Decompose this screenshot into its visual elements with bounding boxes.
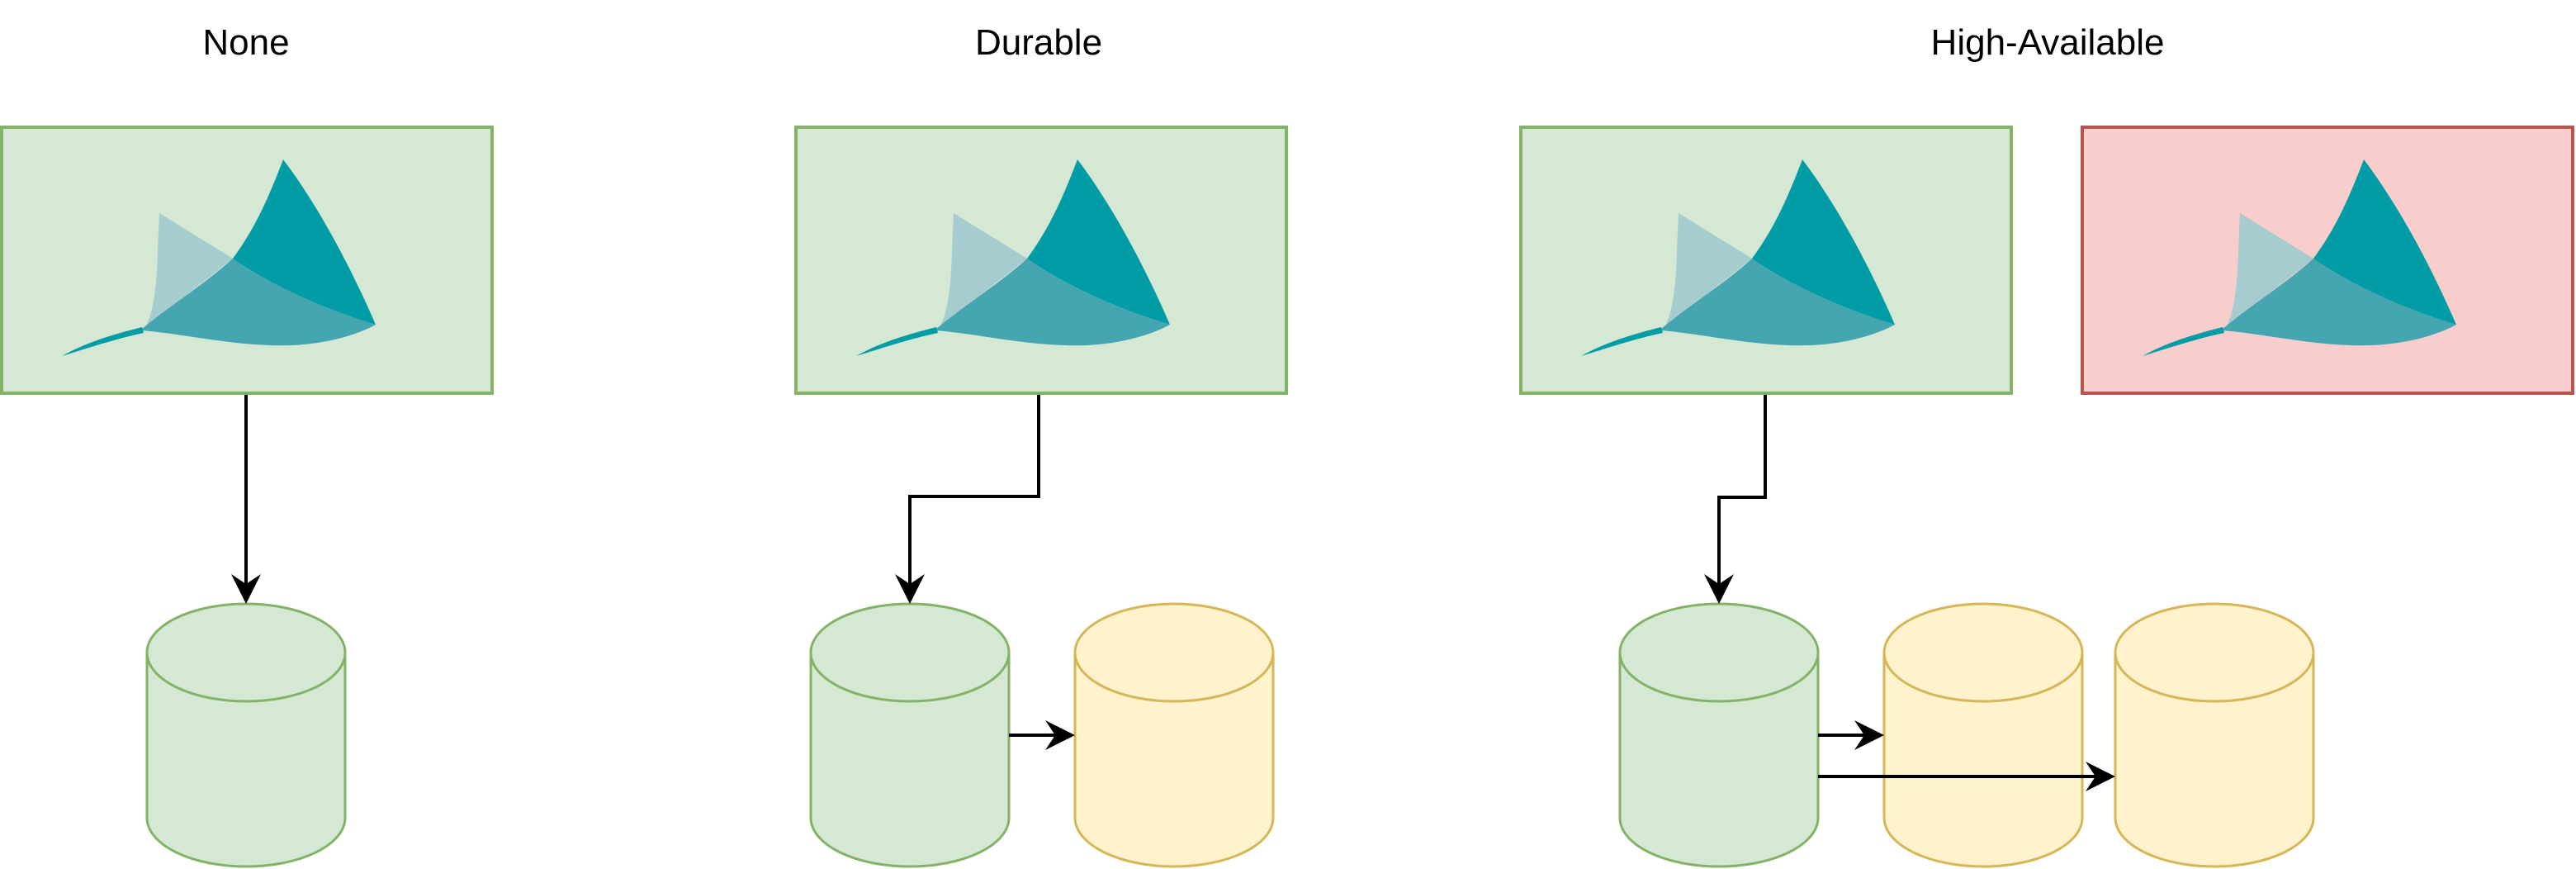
connector-arrow[interactable] — [895, 395, 1040, 604]
arrowhead-icon — [1704, 574, 1734, 604]
database-primary[interactable] — [145, 602, 347, 868]
arrowhead-icon — [895, 574, 925, 604]
database-cylinder-body — [809, 602, 1011, 868]
database-cylinder-body — [145, 602, 347, 868]
database-cylinder-rim — [1618, 652, 1820, 703]
database-primary[interactable] — [809, 602, 1011, 868]
database-cylinder-rim — [1073, 652, 1275, 703]
database-replica[interactable] — [2114, 602, 2315, 868]
column-title-none: None — [202, 22, 290, 63]
database-primary[interactable] — [1618, 602, 1820, 868]
connector-arrow[interactable] — [1818, 720, 1884, 750]
connector-line — [908, 395, 1040, 584]
database-cylinder-rim — [145, 652, 347, 703]
arrowhead-icon — [1854, 720, 1884, 750]
database-replica[interactable] — [1882, 602, 2084, 868]
column-title-high-available: High-Available — [1930, 22, 2165, 63]
database-cylinder-rim — [809, 652, 1011, 703]
arrowhead-icon — [1045, 720, 1075, 750]
connector-arrow[interactable] — [1818, 762, 2115, 791]
app-node[interactable] — [794, 126, 1288, 395]
connector-arrow[interactable] — [1704, 395, 1767, 604]
connector-arrow[interactable] — [1009, 720, 1075, 750]
column-title-durable: Durable — [974, 22, 1103, 63]
database-cylinder-rim — [2114, 652, 2315, 703]
app-node[interactable] — [0, 126, 494, 395]
database-cylinder-body — [1618, 602, 1820, 868]
connector-arrow[interactable] — [231, 395, 261, 604]
database-cylinder-rim — [1882, 652, 2084, 703]
database-cylinder-body — [1073, 602, 1275, 868]
app-node[interactable] — [1519, 126, 2013, 395]
arrowhead-icon — [231, 574, 261, 604]
connector-line — [1717, 395, 1767, 584]
app-node-failed[interactable] — [2081, 126, 2574, 395]
database-replica[interactable] — [1073, 602, 1275, 868]
database-cylinder-body — [1882, 602, 2084, 868]
database-cylinder-body — [2114, 602, 2315, 868]
arrowhead-icon — [2086, 762, 2115, 791]
